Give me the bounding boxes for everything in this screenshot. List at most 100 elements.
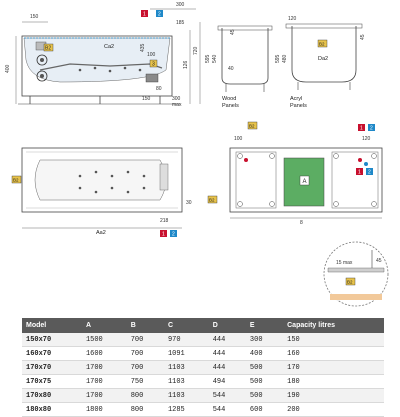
- badge-2-service: 2: [368, 170, 371, 176]
- dim-120-acryl: 120: [288, 16, 297, 22]
- table-header-cell: A: [85, 322, 92, 329]
- dim-300: 300: [176, 2, 185, 8]
- marker-2-side: 2: [158, 12, 161, 18]
- table-cell: 160: [283, 346, 384, 361]
- table-cell: 750: [126, 374, 164, 389]
- table-cell: 800: [126, 388, 164, 403]
- dim-480-acryl: 480: [282, 54, 288, 63]
- table-cell: 700: [126, 346, 164, 361]
- badge-b2-service-left: B2: [209, 198, 215, 203]
- table-header-cell: D: [212, 322, 218, 329]
- table-cell: 1285: [163, 402, 209, 417]
- technical-drawing: 150 400 300 185 100 435 720 126 150 80 3…: [5, 2, 389, 307]
- table-cell: 1600: [81, 346, 127, 361]
- table-cell: 1103: [163, 374, 209, 389]
- label-ca2: Ca2: [104, 44, 114, 50]
- dim-45-detail: 45: [376, 258, 382, 264]
- dim-218-top: 218: [160, 218, 169, 224]
- table-cell: 170: [283, 360, 384, 375]
- top-view: Aa2 30 218 B2 1 2: [11, 147, 192, 238]
- table-cell: 190: [283, 388, 384, 403]
- dim-15max: 15 max: [336, 260, 353, 266]
- acryl-caption-1: Acryl: [290, 96, 302, 102]
- dim-45-wood: 45: [230, 29, 236, 35]
- table-header-cell: C: [167, 322, 173, 329]
- dim-100: 100: [147, 52, 156, 58]
- table-cell: 444: [208, 333, 246, 347]
- table-cell: 544: [208, 402, 246, 417]
- table-cell: 150x70: [22, 333, 82, 347]
- table-cell: 800: [126, 402, 164, 417]
- table-cell: 170x75: [22, 374, 82, 389]
- dim-100-service: 100: [234, 136, 243, 142]
- acryl-caption-2: Panels: [290, 103, 307, 109]
- service-view: A 1 2 1 2 B2 100 120 8 B2: [207, 121, 383, 226]
- dim-150b: 150: [142, 96, 151, 102]
- table-cell: 1091: [163, 346, 209, 361]
- dim-max: max: [172, 102, 182, 108]
- dim-80: 80: [156, 86, 162, 92]
- table-cell: 400: [245, 346, 284, 361]
- dim-30-top: 30: [186, 200, 192, 206]
- table-cell: 700: [126, 333, 164, 347]
- table-cell: 180: [283, 374, 384, 389]
- dim-126: 126: [183, 60, 189, 69]
- table-cell: 1700: [81, 360, 127, 375]
- badge-b2-service: B2: [249, 124, 255, 129]
- table-cell: 170x70: [22, 360, 82, 375]
- table-cell: 1103: [163, 388, 209, 403]
- badge-b2-detail: B2: [347, 280, 353, 285]
- table-cell: 1500: [81, 333, 127, 347]
- section-view-wood: 45 40 595 540 Wood Panels: [205, 25, 273, 109]
- wood-caption-1: Wood: [222, 96, 236, 102]
- table-cell: 150: [283, 333, 384, 347]
- marker-1-side: 1: [143, 12, 146, 18]
- badge-b2-top: B2: [13, 178, 19, 183]
- wood-caption-2: Panels: [222, 103, 239, 109]
- table-header-cell: Capacity litres: [287, 322, 335, 329]
- table-cell: 544: [208, 388, 246, 403]
- marker-2-top: 2: [172, 232, 175, 238]
- table-cell: 500: [245, 388, 284, 403]
- table-header-cell: Model: [26, 322, 47, 329]
- marker-1-service: 1: [360, 126, 363, 132]
- dim-720: 720: [193, 46, 199, 55]
- dim-8-service: 8: [300, 220, 303, 226]
- table-cell: 1800: [81, 402, 127, 417]
- marker-3-side: 3: [152, 62, 155, 68]
- badge-b2-acryl: B2: [319, 42, 325, 47]
- dim-540-wood: 540: [212, 54, 218, 63]
- table-cell: 700: [126, 360, 164, 375]
- marker-1-top: 1: [162, 232, 165, 238]
- table-cell: 1103: [163, 360, 209, 375]
- badge-1-service: 1: [358, 170, 361, 176]
- detail-circle: 15 max 45 B2: [323, 241, 389, 307]
- badge-a-service: A: [303, 179, 307, 185]
- side-view: 150 400 300 185 100 435 720 126 150 80 3…: [5, 2, 201, 108]
- dim-40-wood: 40: [228, 66, 234, 72]
- dim-45-acryl: 45: [360, 34, 366, 40]
- table-cell: 500: [245, 360, 284, 375]
- dim-435: 435: [140, 43, 146, 52]
- table-cell: 500: [245, 374, 284, 389]
- dim-150: 150: [30, 14, 39, 20]
- table-cell: 160x70: [22, 346, 82, 361]
- dim-595-acryl: 595: [275, 54, 281, 63]
- badge-b2-side: B2: [45, 46, 51, 52]
- table-cell: 170x80: [22, 388, 82, 403]
- table-cell: 600: [245, 402, 284, 417]
- marker-2-service: 2: [370, 126, 373, 132]
- table-cell: 300: [245, 333, 284, 347]
- dim-120-service: 120: [362, 136, 371, 142]
- table-cell: 444: [208, 346, 246, 361]
- section-view-acryl: 120 45 595 480 Da2 B2 Acryl Panels: [275, 16, 366, 109]
- dim-300b: 300: [172, 96, 181, 102]
